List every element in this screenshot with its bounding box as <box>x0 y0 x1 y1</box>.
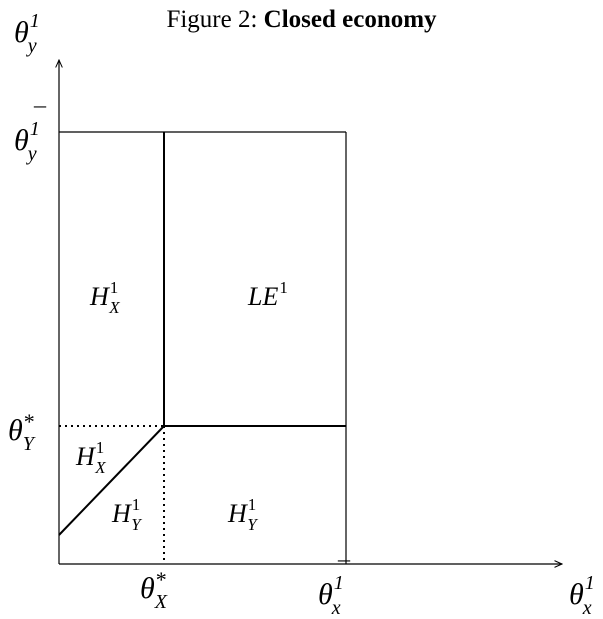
theta-Y-star-label: θ*Y <box>8 409 36 455</box>
theta-y-bar-overline: ¯ <box>33 105 47 131</box>
diagonal-divider <box>58 425 165 536</box>
figure-title-bold: Closed economy <box>263 6 437 33</box>
figure-title: Figure 2: Closed economy <box>0 6 603 34</box>
region-le: LE1 <box>247 278 288 311</box>
theta-x-bar-overline: ¯ <box>337 559 351 585</box>
figure-title-prefix: Figure 2: <box>166 6 258 33</box>
theta-X-star-label: θ*X <box>140 567 168 613</box>
